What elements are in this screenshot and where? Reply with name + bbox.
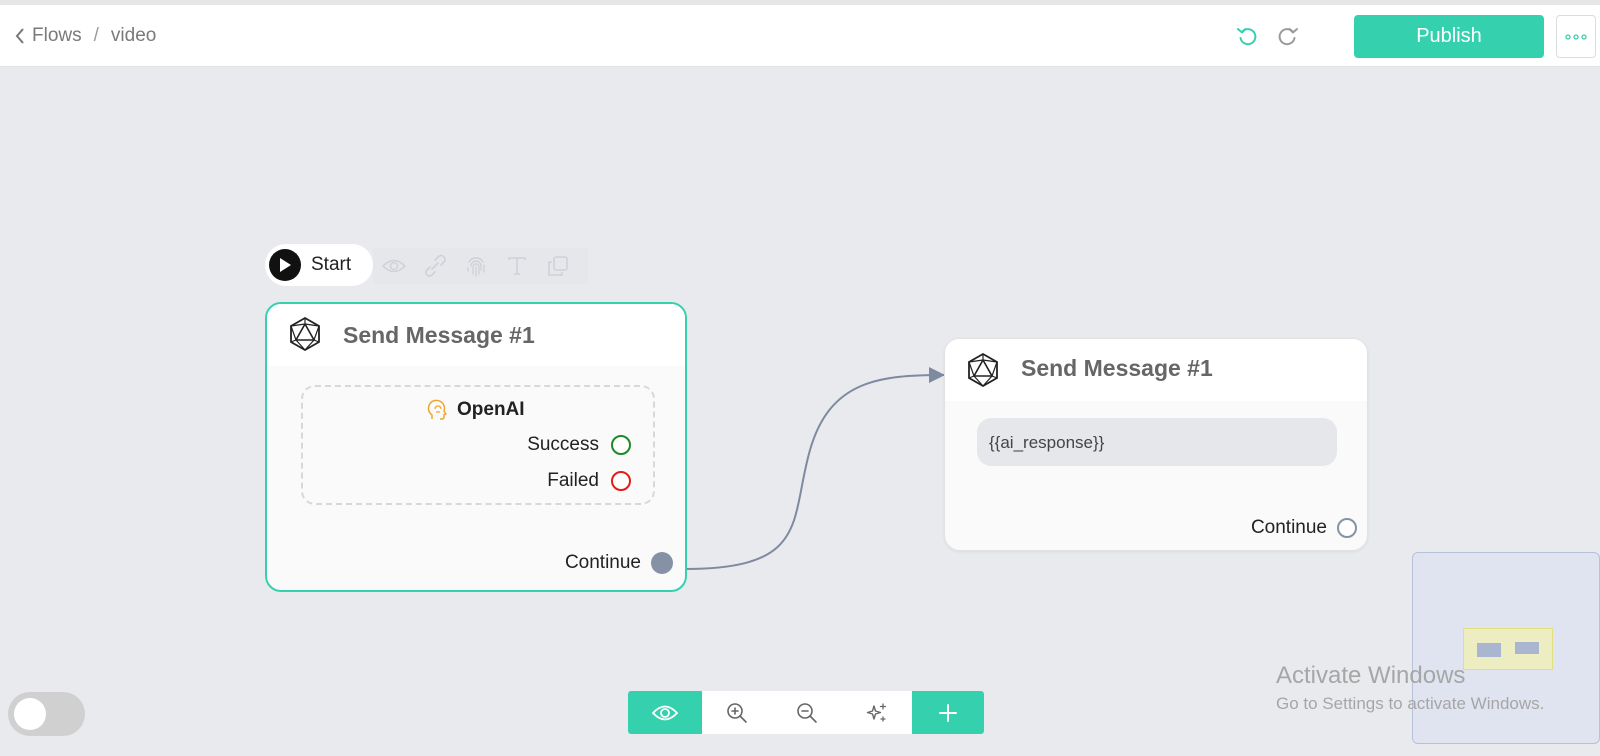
minimap-node: [1515, 642, 1539, 654]
link-icon[interactable]: [414, 248, 455, 284]
watermark-title: Activate Windows: [1276, 662, 1466, 689]
success-port-row: Success: [527, 434, 631, 456]
play-icon: [269, 249, 301, 281]
copy-icon[interactable]: [537, 248, 578, 284]
header-bar: Flows / video Publish: [0, 5, 1600, 67]
eye-icon[interactable]: [373, 248, 414, 284]
watermark-subtitle: Go to Settings to activate Windows.: [1276, 694, 1545, 713]
toggle-switch[interactable]: [8, 692, 85, 736]
zoom-in-icon: [727, 702, 747, 723]
success-label: Success: [527, 434, 599, 455]
undo-icon[interactable]: [1236, 25, 1258, 47]
failed-port-row: Failed: [547, 470, 631, 492]
message-content[interactable]: {{ai_response}}: [977, 418, 1337, 466]
zoom-out-icon: [797, 702, 817, 723]
start-label: Start: [311, 254, 352, 275]
breadcrumb-current: video: [110, 25, 157, 46]
message-node-icon: [968, 352, 998, 388]
node-header: Send Message #1: [267, 304, 685, 366]
minimap-node: [1477, 643, 1501, 657]
plus-icon: [939, 703, 957, 722]
send-message-node-1[interactable]: Send Message #1 OpenAI Success Failed Co…: [265, 302, 687, 592]
openai-step[interactable]: OpenAI Success Failed: [301, 385, 655, 505]
node-title: Send Message #1: [1021, 355, 1213, 381]
node-header: Send Message #1: [945, 339, 1367, 401]
start-node-pill[interactable]: Start: [265, 244, 373, 286]
zoom-out-button[interactable]: [772, 691, 842, 734]
failed-port[interactable]: [611, 471, 631, 491]
openai-label: OpenAI: [457, 399, 525, 420]
breadcrumb-separator: /: [93, 25, 99, 46]
continue-port[interactable]: [1337, 518, 1357, 538]
arrow-head-icon: [929, 367, 945, 383]
top-border: [0, 0, 1600, 5]
breadcrumb: Flows / video: [14, 25, 156, 47]
preview-button[interactable]: [628, 691, 702, 734]
minimap[interactable]: [1412, 552, 1600, 744]
continue-port-row: Continue: [1251, 517, 1357, 539]
breadcrumb-flows: Flows: [32, 25, 82, 46]
publish-button[interactable]: Publish: [1354, 15, 1544, 58]
zoom-in-button[interactable]: [702, 691, 772, 734]
more-options-button[interactable]: [1556, 15, 1596, 58]
redo-icon[interactable]: [1277, 25, 1299, 47]
continue-label: Continue: [564, 552, 641, 573]
node-title: Send Message #1: [343, 322, 535, 348]
auto-layout-button[interactable]: [842, 691, 912, 734]
magic-icon: [866, 702, 887, 722]
text-icon[interactable]: [496, 248, 537, 284]
connection-edge[interactable]: [684, 374, 945, 570]
fingerprint-icon[interactable]: [455, 248, 496, 284]
activate-windows-watermark: Activate Windows Go to Settings to activ…: [1276, 662, 1544, 714]
failed-label: Failed: [547, 470, 599, 491]
send-message-node-2[interactable]: Send Message #1 {{ai_response}} Continue: [944, 338, 1368, 551]
back-to-flows-link[interactable]: Flows: [14, 25, 82, 47]
openai-title: OpenAI: [427, 399, 525, 421]
more-dots-icon: [1565, 33, 1587, 40]
eye-icon: [652, 705, 678, 720]
canvas-toolbar: [628, 691, 984, 734]
toggle-knob: [14, 698, 46, 730]
continue-port[interactable]: [651, 552, 673, 574]
ai-head-icon: [427, 399, 447, 420]
node-toolbar: [373, 248, 588, 284]
add-node-button[interactable]: [912, 691, 984, 734]
chevron-left-icon: [15, 28, 24, 44]
success-port[interactable]: [611, 435, 631, 455]
continue-label: Continue: [1250, 517, 1327, 538]
message-node-icon: [290, 316, 320, 352]
continue-port-row: Continue: [565, 552, 673, 574]
